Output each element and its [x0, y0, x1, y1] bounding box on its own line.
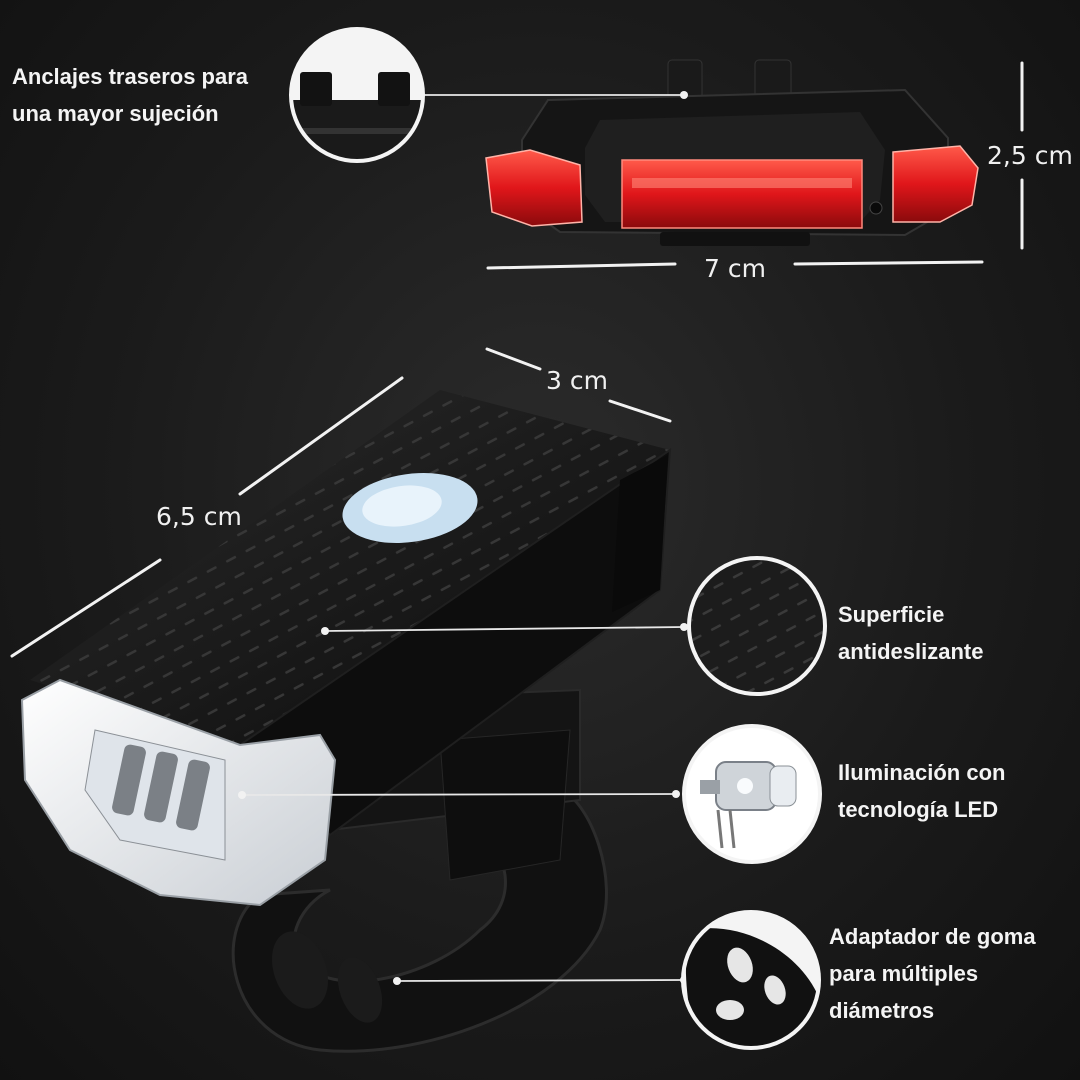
- rubber-adapter-label: Adaptador de goma para múltiples diámetr…: [829, 918, 1036, 1029]
- rubber-strap-icon: [681, 910, 821, 1050]
- led-line1: Iluminación con: [838, 760, 1006, 785]
- led-label: Iluminación con tecnología LED: [838, 754, 1005, 828]
- rubber-adapter-line3: diámetros: [829, 998, 935, 1023]
- anti-slip-line2: antideslizante: [838, 639, 984, 664]
- rear-anchors-line1: Anclajes traseros para: [12, 64, 249, 89]
- textured-surface-icon: [687, 556, 827, 696]
- dimension-lines: [10, 61, 1024, 658]
- rubber-adapter-line1: Adaptador de goma: [829, 924, 1036, 949]
- rear-light: [485, 59, 979, 246]
- callout-leaders: [241, 94, 685, 982]
- led-bulb-icon: [682, 724, 822, 864]
- front-light: [20, 390, 672, 1053]
- rear-height-dimension: 2,5 cm: [987, 141, 1073, 170]
- led-line2: tecnología LED: [838, 797, 999, 822]
- anti-slip-label: Superficie antideslizante: [838, 596, 983, 670]
- rubber-adapter-line2: para múltiples: [829, 961, 979, 986]
- rear-anchors-label: Anclajes traseros para una mayor sujeció…: [12, 58, 248, 132]
- front-width-dimension: 3 cm: [546, 366, 608, 395]
- rear-width-dimension: 7 cm: [704, 254, 766, 283]
- front-length-dimension: 6,5 cm: [156, 502, 242, 531]
- rear-anchors-line2: una mayor sujeción: [12, 101, 219, 126]
- rear-anchor-clips-icon: [289, 27, 425, 163]
- anti-slip-line1: Superficie: [838, 602, 945, 627]
